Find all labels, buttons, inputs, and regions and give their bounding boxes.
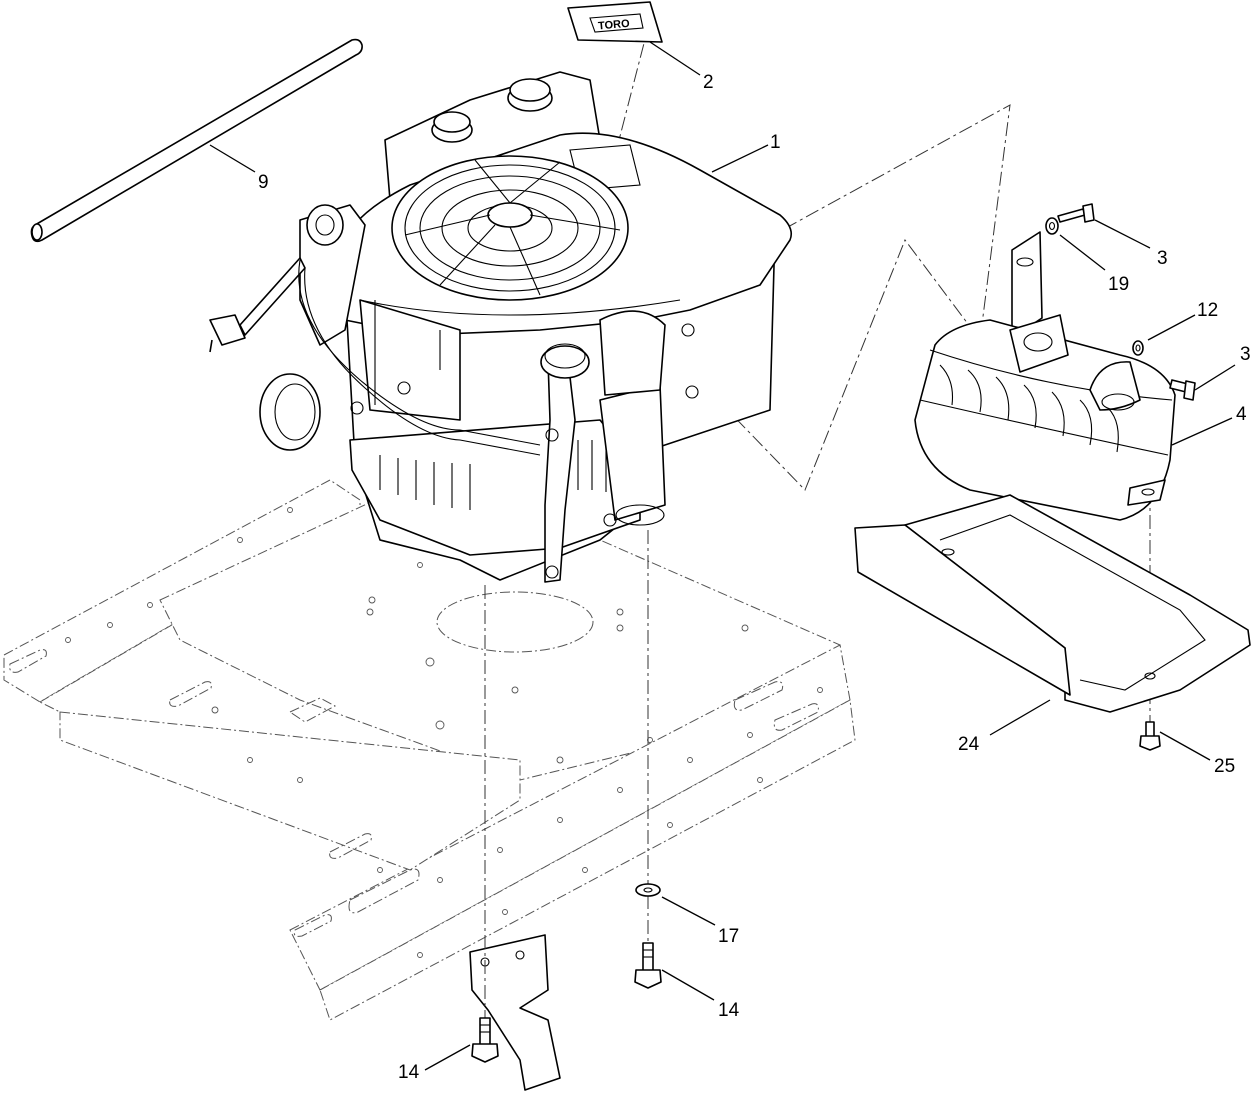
decal: TORO: [567, 1, 663, 43]
leader-lines: [209, 41, 1236, 1071]
hardware: [471, 203, 1196, 1063]
bolt-14-lower: [471, 1017, 499, 1063]
bolt-3-upper: [1057, 203, 1095, 223]
washer-17: [635, 883, 661, 897]
frame-holes: [65, 507, 823, 958]
callout-3-upper: 3: [1157, 248, 1168, 269]
callout-1: 1: [770, 132, 781, 153]
callout-labels: 1 2 3 3 4 9 12 14 14 17 19 24 25: [258, 72, 1251, 1083]
callout-25: 25: [1214, 756, 1235, 777]
callout-19: 19: [1108, 274, 1129, 295]
mower-frame: [3, 469, 856, 1021]
washer-19: [1045, 217, 1059, 235]
callout-17: 17: [718, 926, 739, 947]
heat-shield: [854, 494, 1251, 713]
engine-assembly: [209, 71, 793, 583]
callout-12: 12: [1197, 300, 1218, 321]
callout-9: 9: [258, 172, 269, 193]
fuel-tube: [30, 38, 363, 243]
callout-2: 2: [703, 72, 714, 93]
bolt-3-lower: [1169, 379, 1196, 401]
callout-14-lower: 14: [398, 1062, 420, 1083]
callout-14-middle: 14: [718, 1000, 740, 1021]
bolt-14-middle: [634, 942, 662, 989]
washer-12: [1132, 340, 1144, 356]
callout-4: 4: [1236, 404, 1247, 425]
callout-3-lower: 3: [1240, 344, 1251, 365]
decal-text: TORO: [598, 18, 631, 33]
bolt-25: [1139, 721, 1161, 751]
callout-24: 24: [958, 734, 980, 755]
fan-spokes: [404, 159, 621, 296]
muffler-assembly: [914, 231, 1176, 521]
lower-bracket: [469, 934, 561, 1091]
